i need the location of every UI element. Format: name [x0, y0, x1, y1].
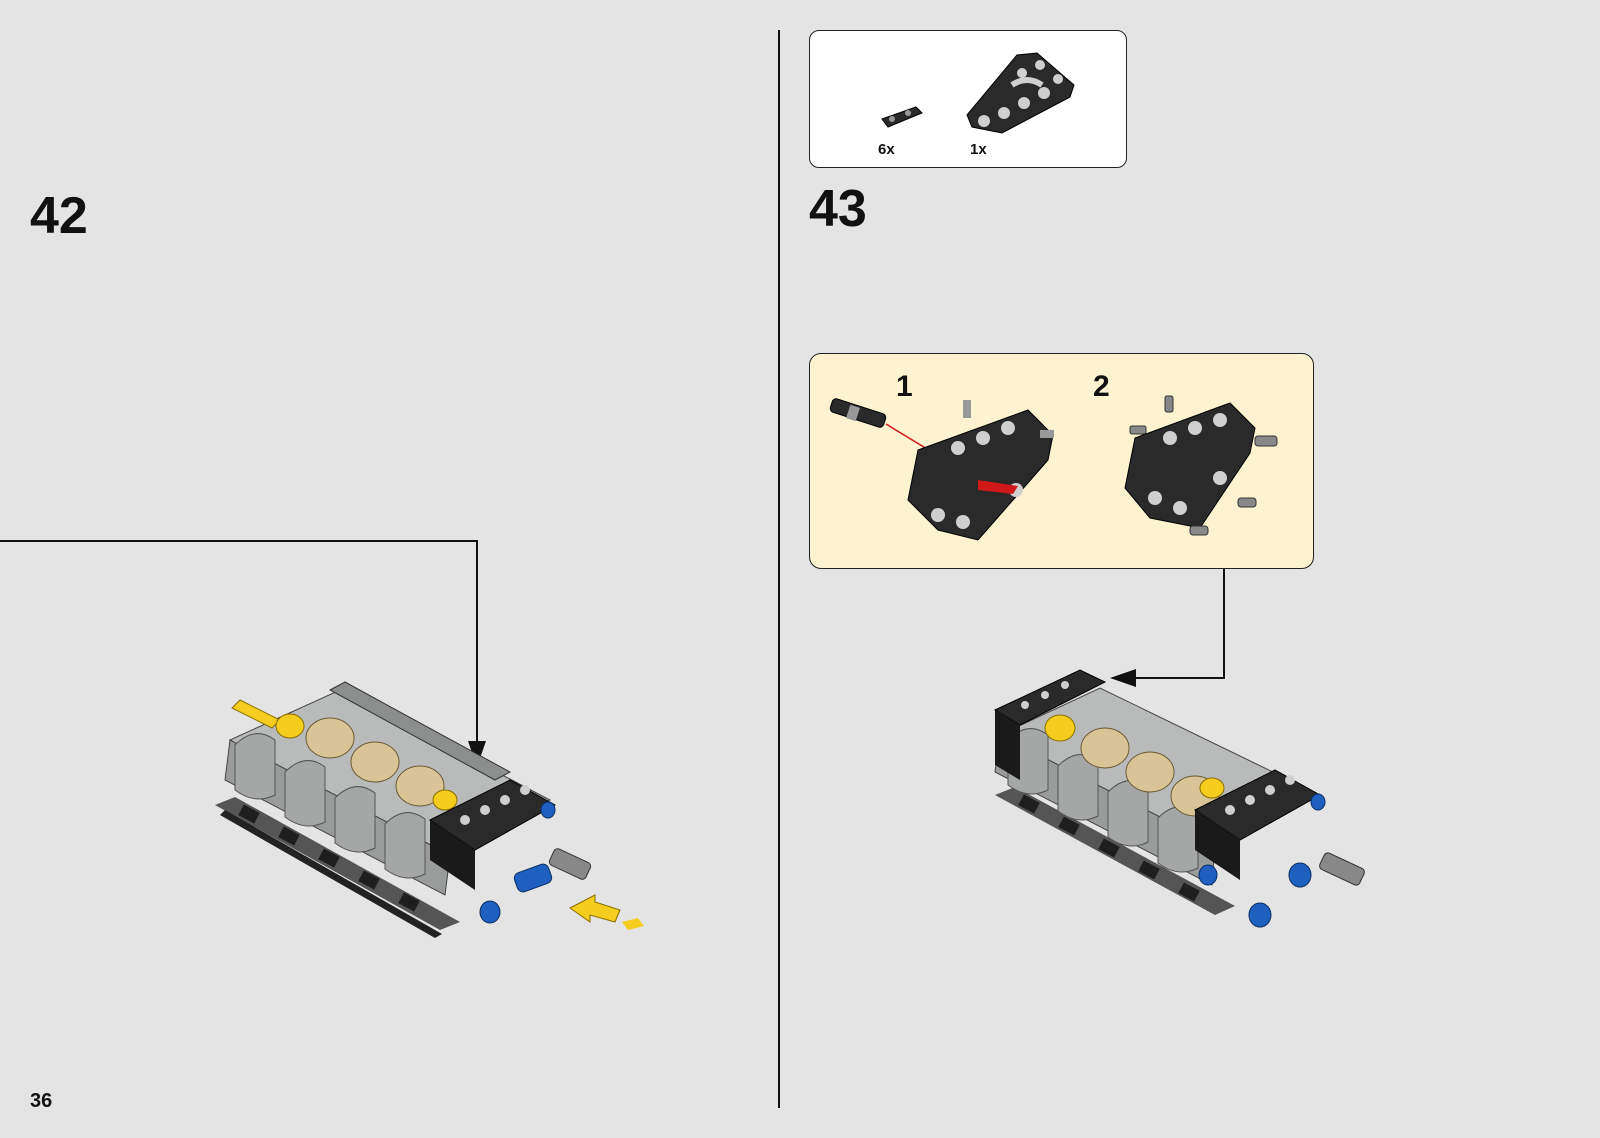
step-43-engine-assembly-illustration	[980, 670, 1400, 960]
page-divider	[778, 30, 780, 1108]
part-quantity-2: 1x	[970, 141, 987, 158]
sub-assembly-callout: 1 2	[809, 353, 1314, 569]
sub-step-number-2: 2	[1093, 370, 1110, 404]
sub-step-2-illustration	[1110, 398, 1300, 548]
page-number: 36	[30, 1090, 52, 1113]
sub-step-1-illustration	[828, 390, 1068, 560]
step-42-engine-assembly-illustration	[210, 690, 670, 970]
axle-pin-icon	[878, 101, 928, 131]
parts-list-box: 6x 1x	[809, 30, 1127, 168]
triangular-beam-icon	[962, 45, 1082, 135]
part-quantity-1: 6x	[878, 141, 895, 158]
step-number-43: 43	[809, 183, 867, 235]
step-number-42: 42	[30, 190, 88, 242]
